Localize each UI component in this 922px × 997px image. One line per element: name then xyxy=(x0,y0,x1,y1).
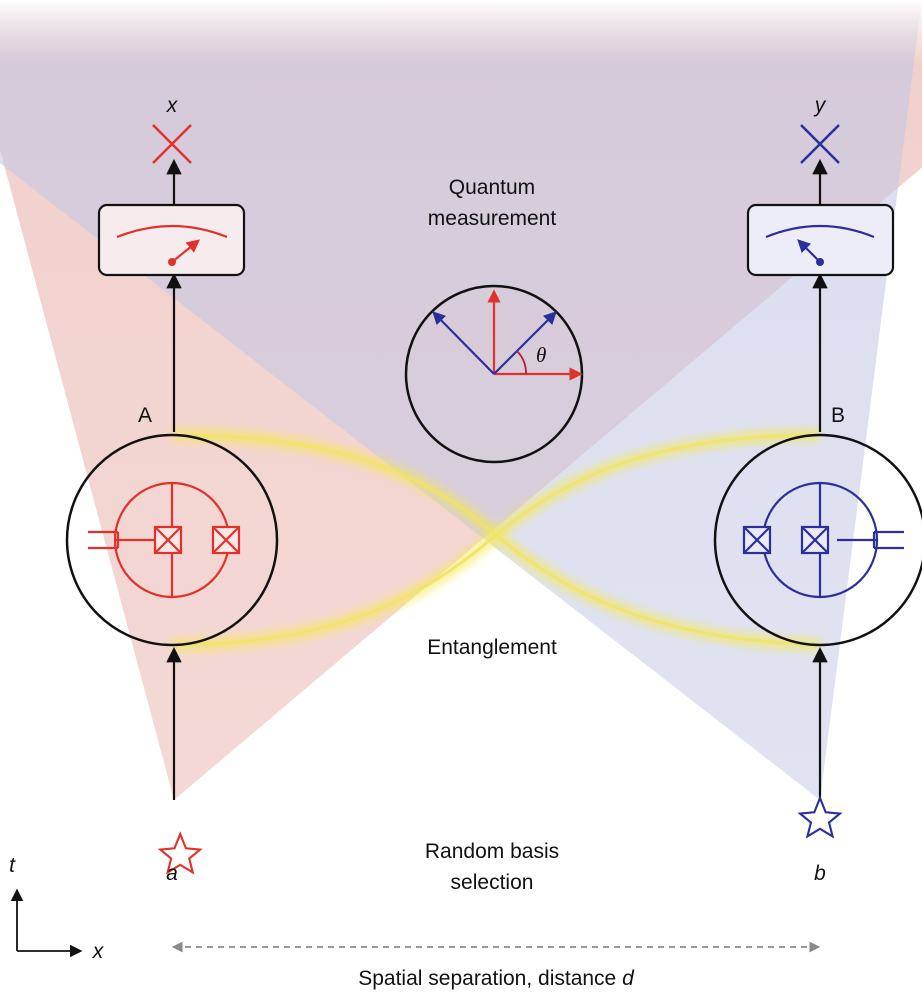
spacetime-axes xyxy=(10,888,83,958)
qubit-circle-b xyxy=(713,433,922,647)
entanglement-glow xyxy=(171,428,821,652)
measurement-basis-circle xyxy=(404,284,584,464)
time-axis-label: t xyxy=(9,854,16,877)
superconducting-qubit-icon xyxy=(88,481,241,599)
star-icon-a xyxy=(157,831,203,875)
star-icon-b xyxy=(797,795,843,839)
meter-icon-b xyxy=(746,203,895,277)
party-label-a: A xyxy=(138,404,152,427)
cross-icon-a xyxy=(152,124,192,164)
cross-icon-b xyxy=(800,124,840,164)
entanglement-label: Entanglement xyxy=(427,636,557,659)
light-cone-b xyxy=(0,0,922,800)
angle-label: θ xyxy=(536,343,546,367)
random-basis-label-2: selection xyxy=(451,871,534,894)
input-label-a: a xyxy=(166,862,178,885)
space-axis-label: x xyxy=(92,940,105,963)
input-label-b: b xyxy=(814,862,826,885)
meter-icon-a xyxy=(97,203,246,277)
output-label-a: x xyxy=(166,94,179,117)
quantum-measurement-label-1: Quantum xyxy=(449,176,535,199)
superconducting-qubit-icon xyxy=(742,481,904,599)
spatial-separation-label: Spatial separation, distance d xyxy=(358,967,635,990)
output-label-b: y xyxy=(813,94,827,117)
random-basis-label-1: Random basis xyxy=(425,840,559,863)
quantum-measurement-label-2: measurement xyxy=(428,207,557,230)
qubit-circle-a xyxy=(65,433,279,647)
party-label-b: B xyxy=(831,404,845,427)
